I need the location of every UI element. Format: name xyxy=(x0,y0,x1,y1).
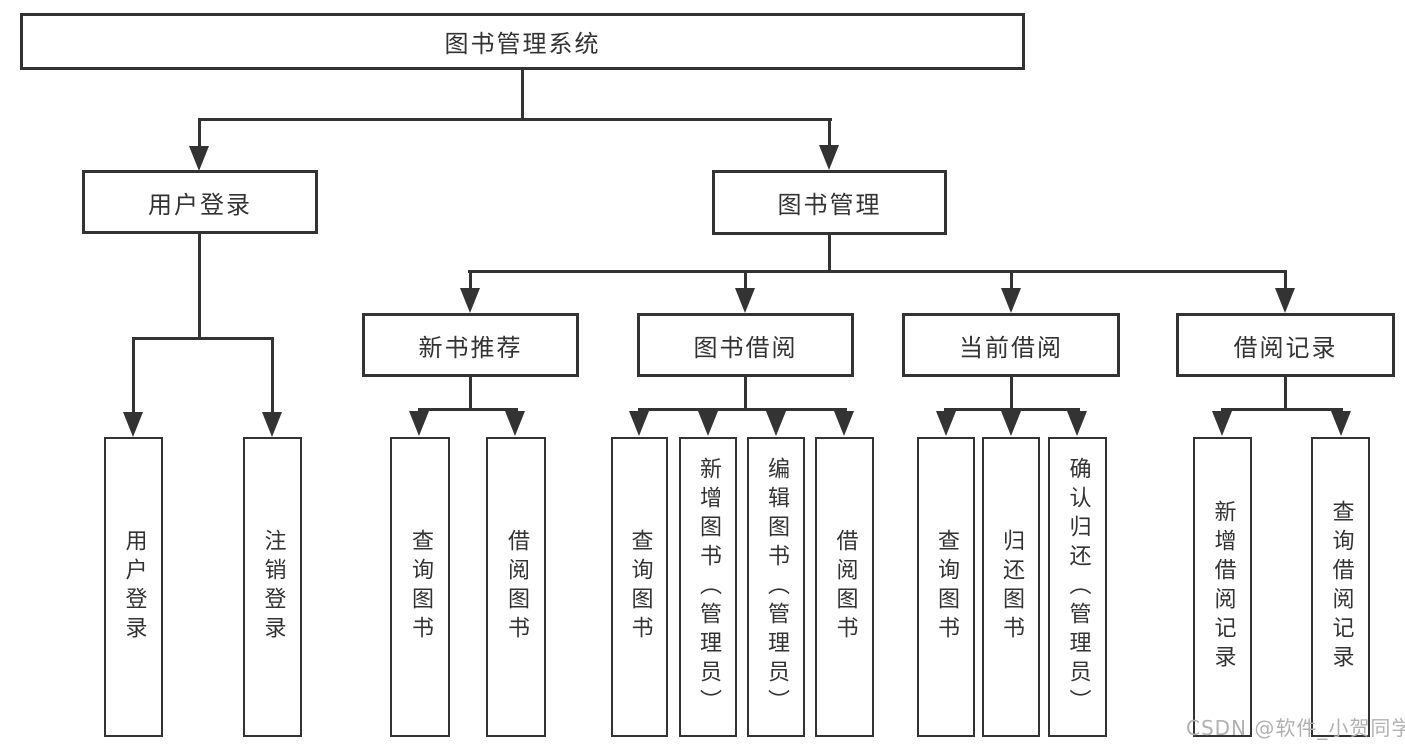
leaf-current-query-books-label: 查询图书 xyxy=(934,529,959,645)
leaf-recommend-borrow-books-label: 借阅图书 xyxy=(504,529,529,645)
arrowhead-icon xyxy=(1331,411,1351,436)
leaf-user-login: 用户登录 xyxy=(104,437,163,737)
leaf-borrowing-query-books: 查询图书 xyxy=(611,437,668,737)
leaf-borrowing-query-books-label: 查询图书 xyxy=(627,529,653,645)
connector-userlogin-drop-left xyxy=(132,340,135,412)
arrowhead-icon xyxy=(262,412,282,437)
leaf-add-books-admin: 新增图书（管理员） xyxy=(679,437,737,737)
leaf-edit-books-admin: 编辑图书（管理员） xyxy=(747,437,805,737)
arrowhead-icon xyxy=(189,146,209,171)
leaf-add-books-admin-label: 新增图书（管理员） xyxy=(696,456,721,718)
leaf-recommend-borrow-books: 借阅图书 xyxy=(486,437,546,737)
leaf-user-login-label: 用户登录 xyxy=(121,529,147,645)
connector-borrowing-bar xyxy=(638,408,847,411)
leaf-confirm-return-admin-label: 确认归还（管理员） xyxy=(1065,456,1091,718)
arrowhead-icon xyxy=(123,412,143,437)
arrowhead-icon xyxy=(698,411,718,436)
csdn-watermark: CSDN @软件_小贺同学 xyxy=(1186,716,1405,740)
connector-root-trunk xyxy=(521,70,524,118)
connector-borrowing-trunk xyxy=(744,377,747,408)
connector-root-drop-left xyxy=(198,121,201,149)
leaf-current-query-books: 查询图书 xyxy=(917,437,975,737)
connector-bookmgmt-bar xyxy=(468,270,1287,273)
node-new-book-recommend: 新书推荐 xyxy=(362,313,579,377)
arrowhead-icon xyxy=(460,288,480,313)
leaf-confirm-return-admin: 确认归还（管理员） xyxy=(1048,437,1107,737)
leaf-return-books-label: 归还图书 xyxy=(999,529,1024,645)
connector-current-bar xyxy=(944,408,1080,411)
connector-bookmgmt-drop-4 xyxy=(1284,273,1287,290)
node-book-borrowing: 图书借阅 xyxy=(637,313,854,377)
arrowhead-icon xyxy=(409,411,429,436)
arrowhead-icon xyxy=(1275,288,1295,313)
node-borrowing-records-label: 借阅记录 xyxy=(1233,333,1338,362)
arrowhead-icon xyxy=(505,411,525,436)
leaf-query-borrow-record-label: 查询借阅记录 xyxy=(1328,500,1354,674)
connector-bookmgmt-drop-2 xyxy=(744,273,747,290)
connector-newbook-bar xyxy=(418,408,518,411)
arrowhead-icon xyxy=(936,411,956,436)
node-current-borrowing: 当前借阅 xyxy=(902,313,1120,377)
arrowhead-icon xyxy=(735,288,755,313)
arrowhead-icon xyxy=(1212,411,1232,436)
connector-userlogin-bar xyxy=(132,337,274,340)
connector-records-bar xyxy=(1221,408,1343,411)
node-borrowing-records: 借阅记录 xyxy=(1176,313,1395,377)
leaf-recommend-query-books-label: 查询图书 xyxy=(408,529,433,645)
connector-bookmgmt-drop-3 xyxy=(1010,273,1013,290)
arrowhead-icon xyxy=(629,411,649,436)
connector-root-drop-right xyxy=(828,121,831,149)
connector-userlogin-drop-right xyxy=(271,340,274,412)
leaf-query-borrow-record: 查询借阅记录 xyxy=(1311,437,1370,737)
connector-bookmgmt-trunk xyxy=(828,235,831,270)
leaf-add-borrow-record: 新增借阅记录 xyxy=(1193,437,1252,737)
node-current-borrowing-label: 当前借阅 xyxy=(959,333,1063,362)
node-user-login-label: 用户登录 xyxy=(148,190,252,219)
arrowhead-icon xyxy=(1001,288,1021,313)
leaf-borrowing-borrow-books-label: 借阅图书 xyxy=(832,529,858,645)
arrowhead-icon xyxy=(834,411,854,436)
arrowhead-icon xyxy=(1001,411,1021,436)
node-new-book-recommend-label: 新书推荐 xyxy=(418,333,523,362)
connector-newbook-trunk xyxy=(469,377,472,408)
connector-root-bar xyxy=(198,118,832,121)
node-book-management-label: 图书管理 xyxy=(777,191,882,219)
leaf-recommend-query-books: 查询图书 xyxy=(390,437,450,737)
arrowhead-icon xyxy=(766,411,786,436)
leaf-logout-label: 注销登录 xyxy=(260,529,286,645)
node-user-login: 用户登录 xyxy=(82,170,318,234)
connector-records-trunk xyxy=(1284,377,1287,408)
node-root-label: 图书管理系统 xyxy=(444,30,601,58)
node-book-management: 图书管理 xyxy=(712,170,947,235)
leaf-return-books: 归还图书 xyxy=(982,437,1040,737)
arrowhead-icon xyxy=(1067,411,1087,436)
leaf-logout: 注销登录 xyxy=(243,437,302,737)
leaf-add-borrow-record-label: 新增借阅记录 xyxy=(1210,500,1236,674)
node-book-borrowing-label: 图书借阅 xyxy=(693,333,798,362)
arrowhead-icon xyxy=(819,145,839,170)
connector-current-trunk xyxy=(1010,377,1013,408)
node-root: 图书管理系统 xyxy=(20,13,1025,70)
connector-userlogin-trunk xyxy=(198,234,201,337)
leaf-borrowing-borrow-books: 借阅图书 xyxy=(815,437,874,737)
leaf-edit-books-admin-label: 编辑图书（管理员） xyxy=(764,456,789,718)
connector-bookmgmt-drop-1 xyxy=(469,273,472,290)
